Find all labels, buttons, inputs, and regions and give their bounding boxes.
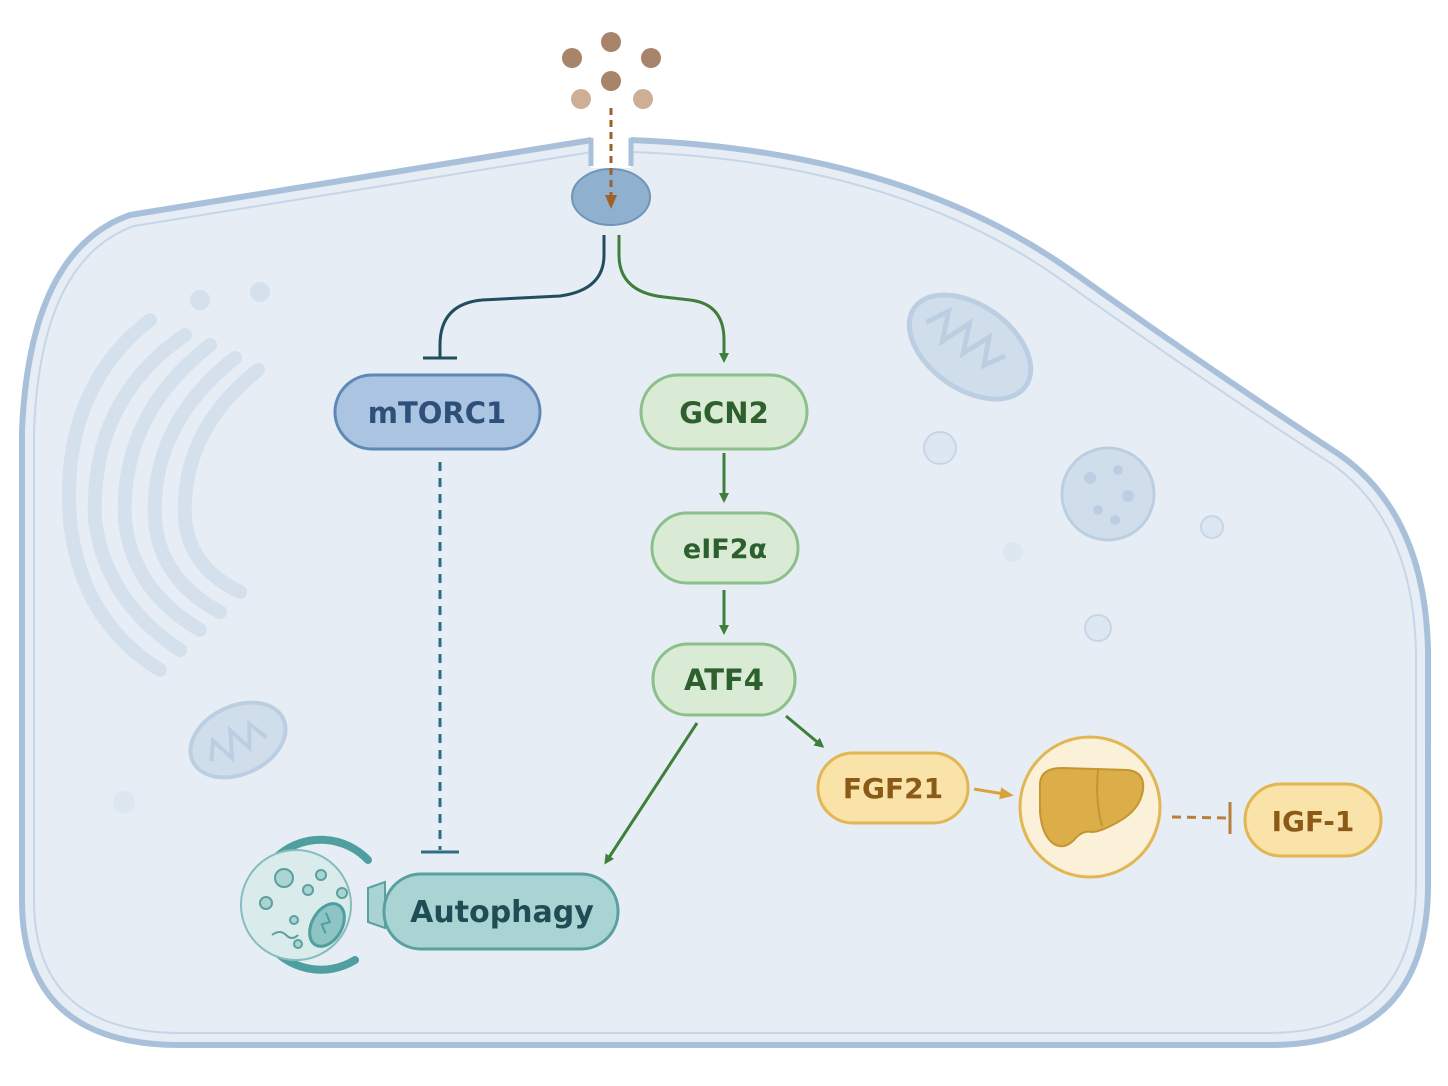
node-eif2a: eIF2α [650,511,800,585]
arrow-atf4-autophagy [604,722,699,865]
arrow-fgf21-liver [973,787,1014,800]
cell-membrane-inner [33,151,1417,1034]
vesicle [190,290,210,310]
amino-acid-icon [562,32,661,109]
node-gcn2-label: GCN2 [679,396,769,430]
node-mtorc1: mTORC1 [333,373,542,451]
node-liver [1018,735,1162,879]
node-atf4: ATF4 [651,642,797,717]
inhibit-line-igf1 [1171,815,1229,820]
node-igf1-label: IGF-1 [1272,805,1355,838]
mitochondrion-icon [188,700,288,780]
node-autophagy: Autophagy [382,872,620,951]
node-eif2a-label: eIF2α [683,534,767,565]
node-igf1: IGF-1 [1243,782,1383,858]
autophagosome-icon [240,835,386,974]
node-fgf21: FGF21 [816,751,970,825]
mitochondrion-icon [906,292,1034,402]
node-gcn2: GCN2 [639,373,809,451]
golgi-icon [62,313,265,677]
liver-icon [1039,766,1145,848]
arrow-atf4-fgf21 [785,714,825,748]
node-autophagy-label: Autophagy [410,895,594,930]
inhibit-line-mtorc1 [438,235,606,357]
node-atf4-label: ATF4 [684,663,764,697]
node-mtorc1-label: mTORC1 [368,396,506,430]
node-fgf21-label: FGF21 [843,772,943,805]
peroxisome [1060,446,1156,542]
vesicle [250,282,270,302]
activate-line-gcn2 [617,235,729,363]
